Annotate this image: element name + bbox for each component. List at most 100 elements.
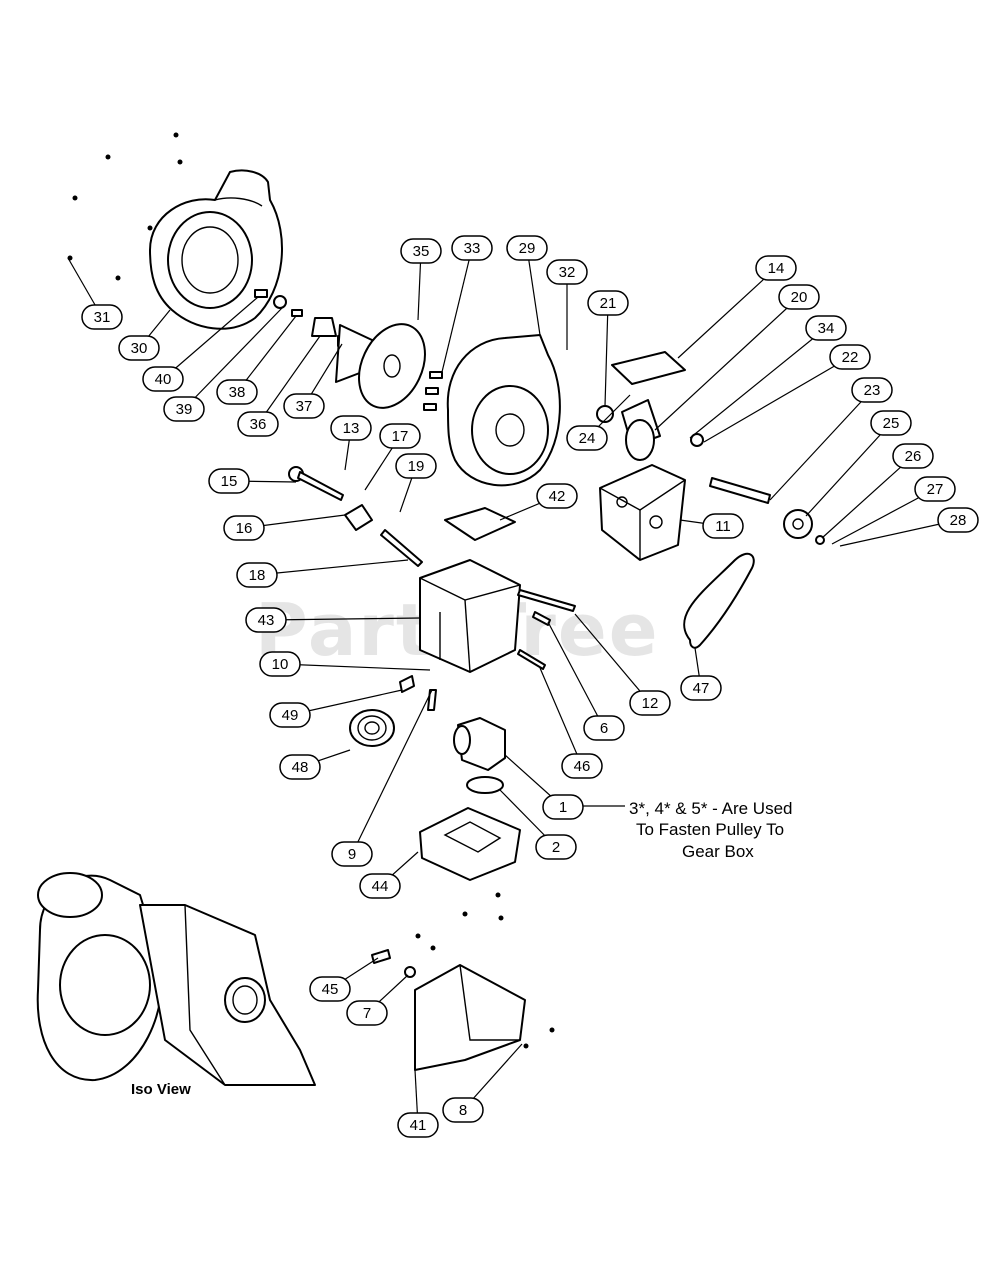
callout-bubble (395, 453, 437, 479)
callout-number: 45 (322, 981, 339, 998)
callout-number: 15 (221, 473, 238, 490)
leader-36 (257, 335, 321, 425)
callout-bubble (400, 238, 442, 264)
callout-number: 29 (519, 240, 536, 257)
callout-number: 6 (600, 720, 608, 737)
callout-number: 26 (905, 448, 922, 465)
leader-39 (183, 307, 283, 410)
callout-20: 20 (778, 284, 820, 310)
callout-number: 30 (131, 340, 148, 357)
callout-number: 13 (343, 420, 360, 437)
leader-27 (831, 488, 936, 545)
discharge-chute (371, 892, 555, 1071)
callout-bubble (778, 284, 820, 310)
impeller (335, 323, 426, 409)
callout-number: 1 (559, 799, 567, 816)
callout-15: 15 (208, 468, 250, 494)
callout-38: 38 (216, 379, 258, 405)
callout-number: 23 (864, 382, 881, 399)
leader-33 (441, 247, 473, 373)
callout-bubble (629, 690, 671, 716)
callout-25: 25 (870, 410, 912, 436)
callout-bubble (330, 415, 372, 441)
callout-12: 12 (629, 690, 671, 716)
leader-22 (703, 356, 851, 443)
callout-bubble (566, 425, 608, 451)
callout-22: 22 (829, 344, 871, 370)
iso-view-label: Iso View (131, 1081, 191, 1098)
callout-bubble (223, 515, 265, 541)
callout-bubble (561, 753, 603, 779)
callout-number: 46 (574, 758, 591, 775)
callout-bubble (851, 377, 893, 403)
blower-housing-left (67, 132, 283, 330)
callout-number: 35 (413, 243, 430, 260)
callout-bubble (331, 841, 373, 867)
callout-number: 18 (249, 567, 266, 584)
leader-23 (769, 389, 873, 501)
callout-number: 49 (282, 707, 299, 724)
callout-bubble (892, 443, 934, 469)
callout-32: 32 (546, 259, 588, 285)
callout-bubble (237, 411, 279, 437)
leader-12 (574, 613, 651, 704)
callout-number: 28 (950, 512, 967, 529)
callout-number: 48 (292, 759, 309, 776)
leader-18 (256, 559, 409, 576)
callout-36: 36 (237, 411, 279, 437)
callout-bubble (236, 562, 278, 588)
callout-number: 34 (818, 320, 835, 337)
callout-number: 40 (155, 371, 172, 388)
callout-40: 40 (142, 366, 184, 392)
callout-44: 44 (359, 873, 401, 899)
callout-45: 45 (309, 976, 351, 1002)
callout-bubble (397, 1112, 439, 1138)
callout-number: 10 (272, 656, 289, 673)
callout-47: 47 (680, 675, 722, 701)
callout-number: 42 (549, 488, 566, 505)
callout-number: 47 (693, 680, 710, 697)
callout-37: 37 (283, 393, 325, 419)
callout-bubble (208, 468, 250, 494)
callout-19: 19 (395, 453, 437, 479)
callout-bubble (259, 651, 301, 677)
callout-number: 24 (579, 430, 596, 447)
callout-number: 33 (464, 240, 481, 257)
callout-number: 19 (408, 458, 425, 475)
callout-1: 1 (542, 794, 584, 820)
callout-number: 32 (559, 264, 576, 281)
callout-21: 21 (587, 290, 629, 316)
callout-39: 39 (163, 396, 205, 422)
callout-35: 35 (400, 238, 442, 264)
callout-bubble (805, 315, 847, 341)
callout-bubble (535, 834, 577, 860)
callout-bubble (914, 476, 956, 502)
upper-right-assembly (596, 351, 825, 545)
callout-18: 18 (236, 562, 278, 588)
callout-bubble (755, 255, 797, 281)
leader-9 (351, 689, 433, 855)
callout-bubble (81, 304, 123, 330)
callout-number: 11 (715, 518, 731, 535)
callout-7: 7 (346, 1000, 388, 1026)
callout-number: 17 (392, 428, 409, 445)
callout-number: 21 (600, 295, 617, 312)
fastener-note-line-3: Gear Box (682, 842, 754, 861)
callout-14: 14 (755, 255, 797, 281)
callout-bubble (163, 396, 205, 422)
callout-bubble (587, 290, 629, 316)
callout-bubble (536, 483, 578, 509)
callout-bubble (283, 393, 325, 419)
callout-6: 6 (583, 715, 625, 741)
callout-number: 22 (842, 349, 859, 366)
iso-view-illustration (36, 872, 316, 1086)
leader-14 (677, 267, 777, 359)
blower-housing-right (423, 334, 561, 487)
callout-28: 28 (937, 507, 979, 533)
callout-number: 36 (250, 416, 267, 433)
leader-25 (805, 422, 892, 517)
drive-belt (683, 552, 755, 649)
callout-number: 31 (94, 309, 111, 326)
callout-number: 9 (348, 846, 356, 863)
fastener-note-line-2: To Fasten Pulley To (636, 820, 784, 839)
